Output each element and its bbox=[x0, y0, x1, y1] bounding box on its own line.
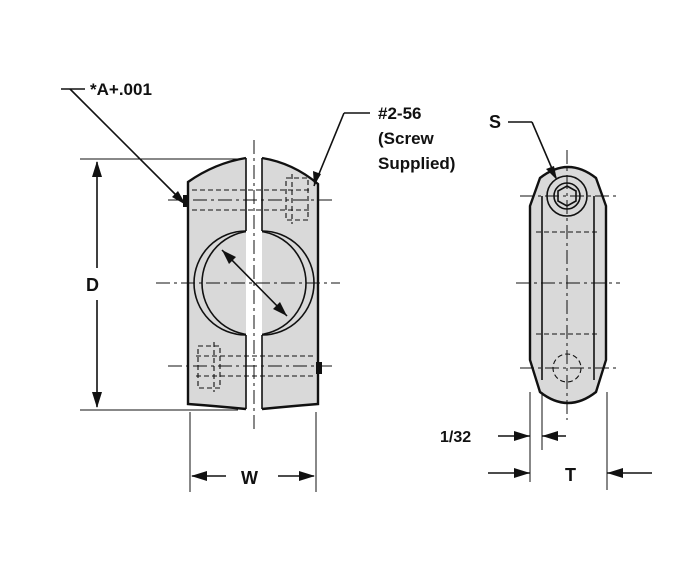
thickness-dimension bbox=[488, 392, 652, 490]
bore-label: *A+.001 bbox=[90, 80, 152, 99]
right-half-outline bbox=[261, 156, 320, 411]
gap-label: 1/32 bbox=[440, 429, 471, 446]
side-body-outline bbox=[528, 165, 608, 405]
diameter-dimension bbox=[80, 158, 238, 411]
screw-leader bbox=[313, 112, 370, 187]
screw-size-label: S bbox=[489, 112, 501, 132]
front-view bbox=[156, 140, 340, 430]
width-dimension bbox=[189, 412, 317, 492]
diameter-label: D bbox=[86, 275, 99, 295]
screw-size-leader bbox=[508, 121, 557, 180]
bore-leader bbox=[61, 88, 187, 206]
side-body-shading bbox=[530, 167, 606, 403]
top-screw-head-hidden bbox=[285, 177, 309, 221]
thickness-label: T bbox=[565, 465, 576, 485]
side-view bbox=[516, 150, 620, 420]
bottom-screw-head-hidden bbox=[197, 345, 221, 389]
screw-label-line3: Supplied) bbox=[378, 154, 455, 173]
screw-label-line1: #2-56 bbox=[378, 104, 421, 123]
left-half-outline bbox=[186, 156, 247, 411]
width-label: W bbox=[241, 468, 258, 488]
screw-label-line2: (Screw bbox=[378, 129, 435, 148]
gap-dimension bbox=[498, 392, 566, 482]
